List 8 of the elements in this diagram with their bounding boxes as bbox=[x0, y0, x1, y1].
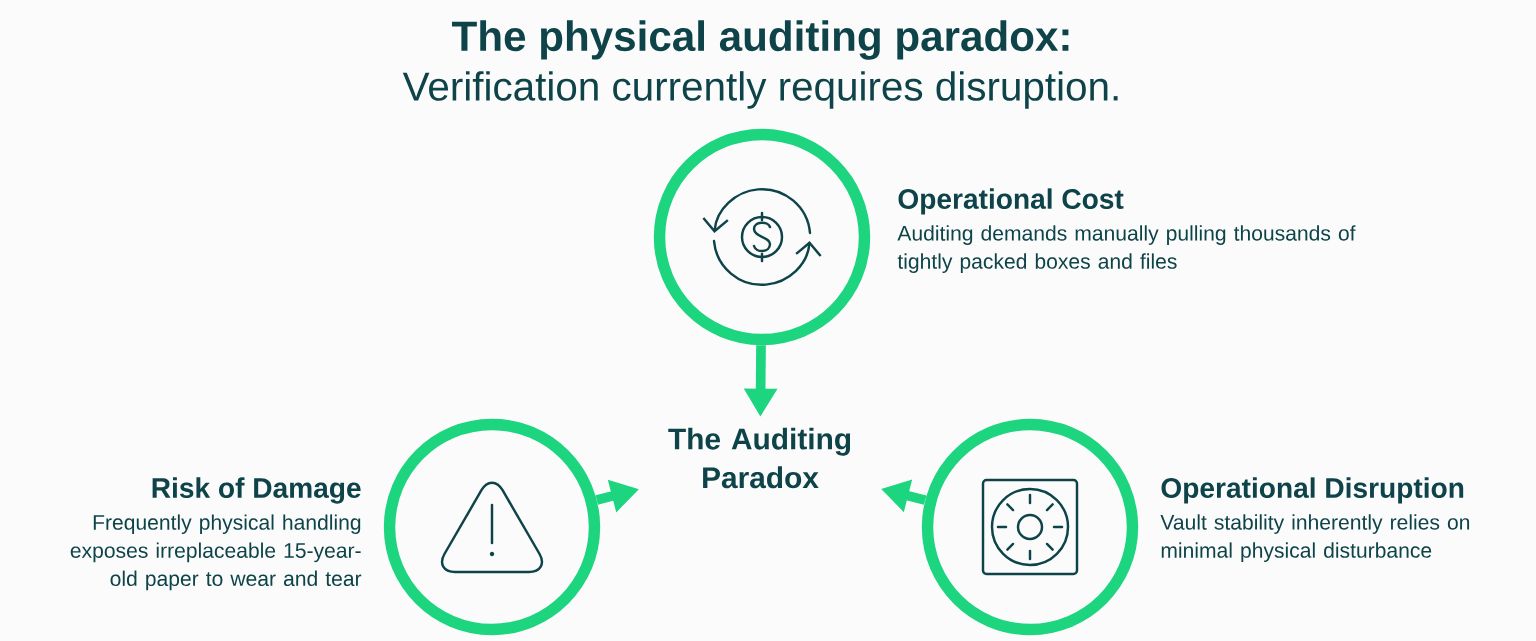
description: Vault stability inherently relies on minimal physical disturbance bbox=[1160, 514, 1470, 562]
center-title: The Auditing Paradox bbox=[668, 427, 851, 489]
heading: Risk of Damage bbox=[152, 477, 361, 504]
title: The physical auditing paradox: bbox=[452, 20, 1069, 60]
description: Frequently physical handling exposes irreplaceable 15-year-old paper to wear and tear bbox=[70, 514, 362, 591]
description: Auditing demands manually pulling thousands of tightly packed boxes and files bbox=[897, 225, 1356, 273]
heading: Operational Disruption bbox=[1161, 477, 1464, 504]
heading: Operational Cost bbox=[898, 188, 1124, 215]
